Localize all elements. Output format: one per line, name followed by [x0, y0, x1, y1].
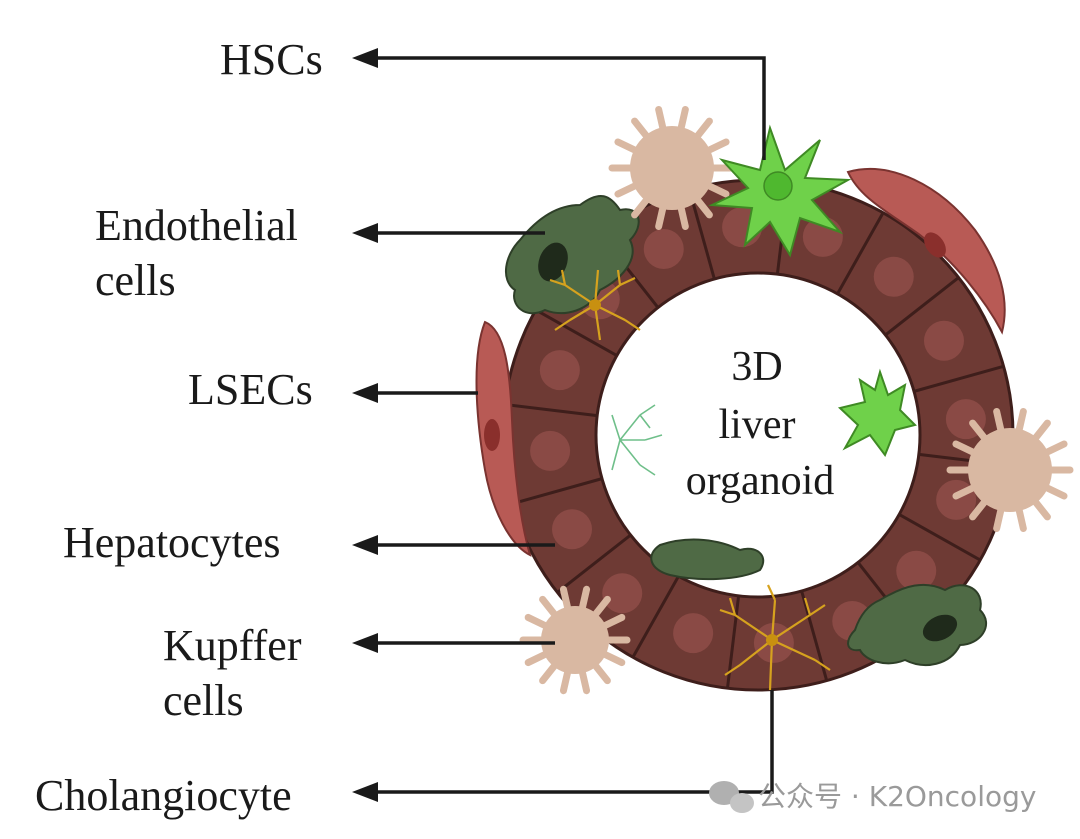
center-line3: organoid: [686, 458, 835, 504]
label-endothelial-line1: Endothelial: [95, 201, 298, 250]
lsec-cell-top-right: [846, 168, 1006, 335]
endothelial-cell: [504, 195, 640, 315]
kupffer-cell: [519, 585, 631, 695]
label-cholangiocyte: Cholangiocyte: [35, 771, 292, 820]
hepatocyte-border: [512, 477, 603, 506]
hepatocyte-border: [535, 308, 618, 357]
wechat-icon: [709, 781, 754, 813]
hepatocyte-nucleus: [873, 256, 914, 297]
endothelial-cell-inner: [650, 538, 765, 581]
label-endothelial-line2: cells: [95, 256, 176, 305]
hepatocyte-nucleus: [673, 613, 714, 654]
label-arrows: [352, 48, 774, 802]
hepatocyte-nucleus: [643, 229, 684, 270]
hepatocyte-border: [913, 364, 1004, 393]
watermark: 公众号 · K2Oncology: [709, 780, 1036, 813]
kupffer-cell: [608, 106, 736, 230]
center-line2: liver: [719, 402, 796, 448]
hepatocyte-nucleus: [923, 320, 964, 361]
inner-branch: [611, 404, 663, 476]
hsc-cell-inner: [837, 368, 917, 458]
arrow-hscs: [378, 56, 766, 160]
endothelial-cell-bottom-right: [847, 583, 987, 666]
arrow-cholangiocyte: [378, 690, 774, 794]
label-hepatocytes: Hepatocytes: [63, 518, 280, 567]
cholangiocyte-top: [549, 269, 641, 341]
hepatocyte-nucleus: [530, 430, 571, 471]
hepatocyte-border: [898, 513, 981, 562]
lsec-cell-left: [475, 320, 532, 557]
watermark-text: 公众号 · K2Oncology: [758, 780, 1036, 813]
hepatocyte-border: [836, 212, 885, 295]
label-lsecs: LSECs: [188, 365, 313, 414]
hepatocyte-border: [687, 189, 716, 280]
kupffer-cell: [946, 408, 1074, 532]
center-line1: 3D: [731, 344, 782, 390]
cholangiocyte-bottom: [719, 584, 831, 691]
hepatocyte-nucleus: [552, 509, 593, 550]
kupffer-cells: [519, 106, 1074, 695]
hepatocyte-border: [504, 402, 598, 418]
arrow-head-hscs: [352, 48, 378, 68]
hsc-cell-top: [708, 124, 852, 258]
hepatocyte-border: [631, 575, 680, 658]
hepatocyte-nucleus: [539, 350, 580, 391]
hepatocyte-border: [884, 276, 960, 337]
hepatocyte-border: [556, 533, 632, 594]
label-kupffer-line1: Kupffer: [163, 621, 302, 670]
surrounding-cells: [475, 106, 1074, 695]
hepatocyte-nucleus: [896, 550, 937, 591]
label-kupffer-line2: cells: [163, 676, 244, 725]
hepatocyte-nucleus: [602, 573, 643, 614]
label-hscs: HSCs: [220, 35, 323, 84]
